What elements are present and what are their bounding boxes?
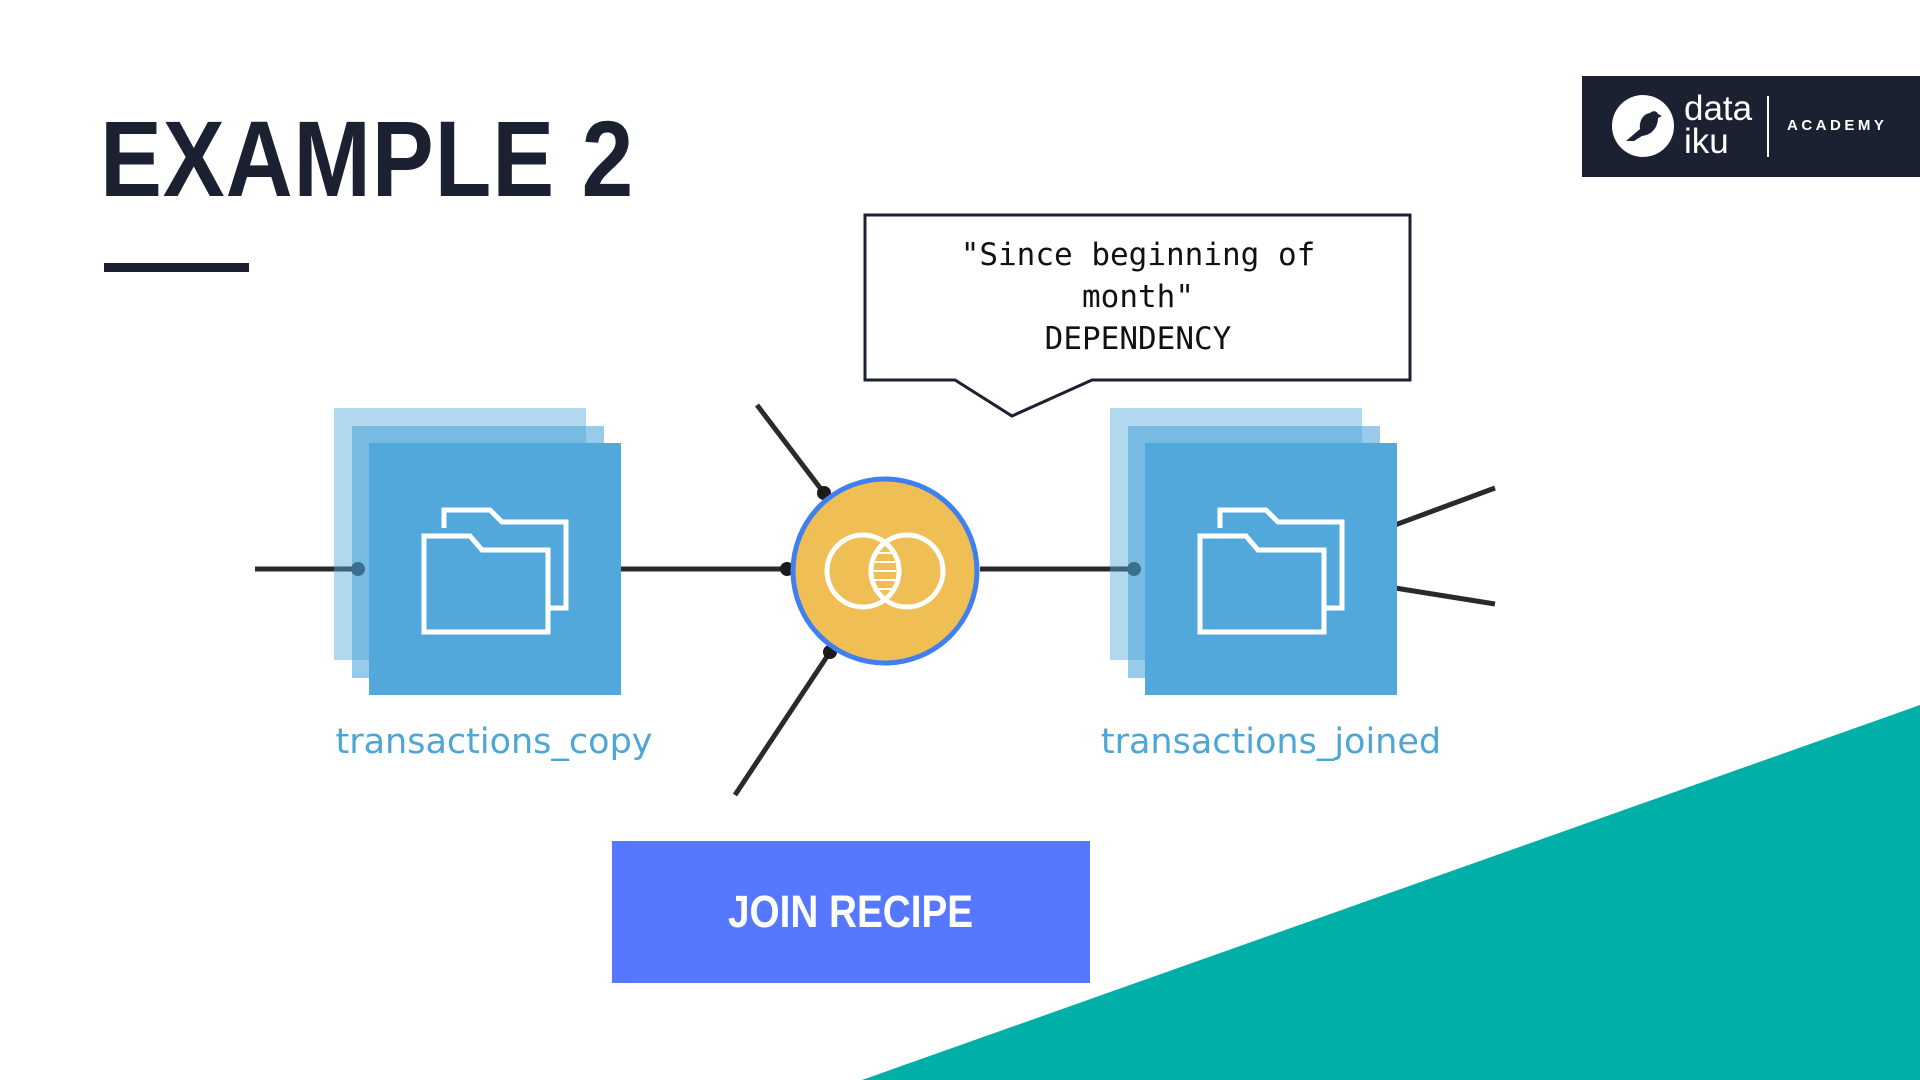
callout-box [863,213,1412,418]
join-recipe-button-label: JOIN RECIPE [728,886,974,937]
join-recipe-button[interactable]: JOIN RECIPE [612,841,1090,983]
callout-line-1: "Since beginning of [960,237,1316,273]
dataset-input-port [1127,562,1141,576]
edge-out-upper [1394,485,1496,528]
folder-icon [421,507,569,635]
edge-out-lower [1394,585,1496,607]
teal-corner-shape [862,705,1920,1080]
dataset-front-layer [369,443,621,695]
bird-icon [1612,95,1674,157]
logo-wordmark: data iku [1684,89,1753,161]
logo-word-line1: data [1684,89,1753,128]
title-underline [104,263,249,272]
join-icon [824,532,946,610]
folder-icon [1197,507,1345,635]
slide-title: EXAMPLE 2 [100,98,635,219]
dataiku-academy-logo: data iku ACADEMY [1582,76,1920,177]
dot-left-join [780,562,794,576]
logo-word-line2: iku [1684,122,1729,161]
logo-divider [1767,96,1769,157]
input-dataset-node[interactable] [334,408,621,695]
dataset-input-port [351,562,365,576]
callout-text: "Since beginning of month" DEPENDENCY [868,234,1408,360]
output-dataset-label[interactable]: transactions_joined [1100,722,1442,762]
join-recipe-node[interactable] [790,476,980,666]
connection-lines [255,403,1496,797]
edge-bottom-to-join [732,650,833,797]
callout-line-3: DEPENDENCY [1044,321,1232,357]
callout-line-2: month" [1082,279,1194,315]
logo-academy-label: ACADEMY [1787,117,1888,134]
edge-top-to-join [755,403,826,495]
dataset-front-layer [1145,443,1397,695]
output-dataset-node[interactable] [1110,408,1397,695]
input-dataset-label[interactable]: transactions_copy [335,722,653,762]
